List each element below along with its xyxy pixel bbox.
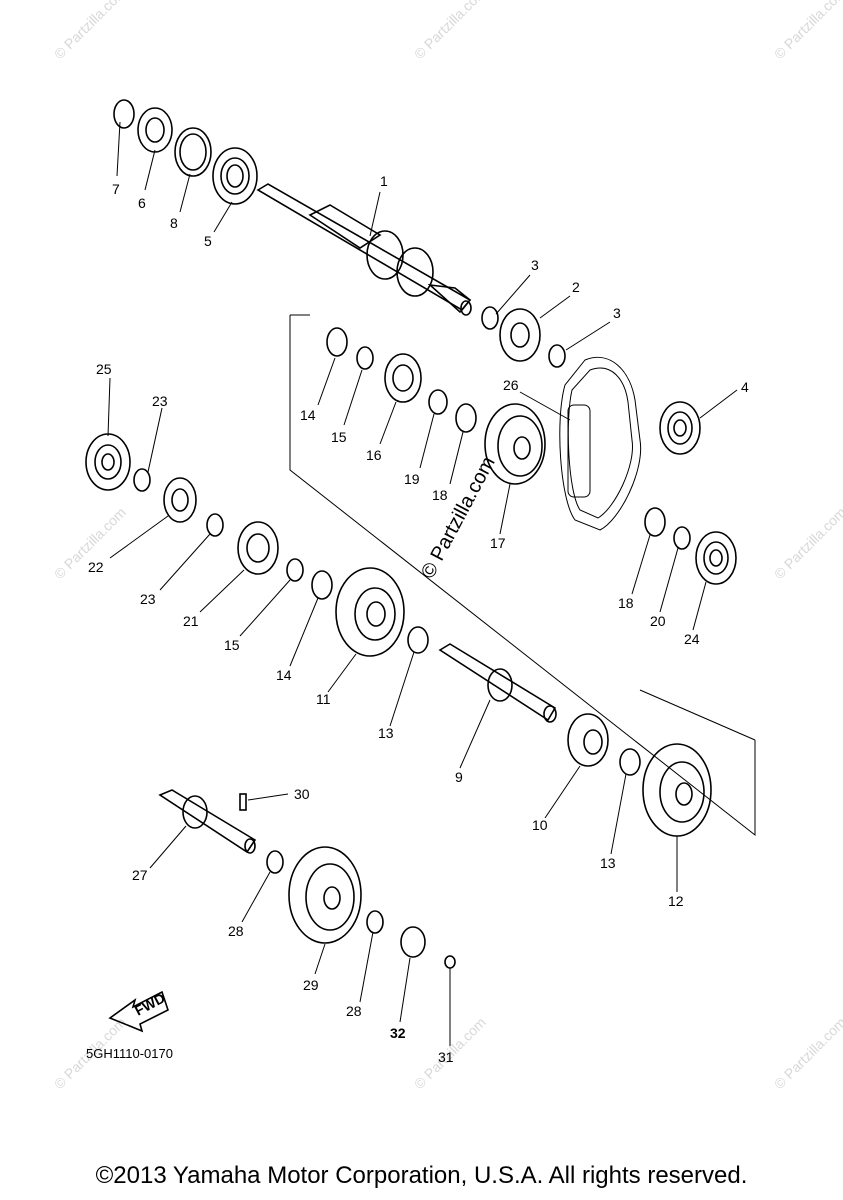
part-26-chain [559, 356, 642, 531]
part-6-seal [137, 107, 173, 153]
part-label: 2 [572, 279, 580, 295]
part-label: 7 [112, 181, 120, 197]
part-1-main-axle [256, 183, 472, 316]
watermark: © Partzilla.com [411, 0, 489, 62]
part-27-shaft [158, 789, 257, 854]
part-2-bushing [499, 308, 541, 362]
part-label: 28 [346, 1003, 362, 1019]
part-label: 3 [613, 305, 621, 321]
part-19-collar [428, 389, 448, 415]
watermark: © Partzilla.com [771, 504, 843, 582]
part-labels: 1 2 3 3 4 5 6 7 8 9 10 11 12 13 13 14 14… [88, 173, 749, 1065]
part-label: 9 [455, 769, 463, 785]
part-14-washer [326, 327, 348, 357]
part-16-dog-clutch [384, 353, 422, 403]
part-24-bearing [695, 531, 737, 585]
part-5-bearing [212, 147, 258, 205]
watermark: © Partzilla.com [771, 0, 843, 62]
part-label: 22 [88, 559, 104, 575]
assembly-frame [289, 315, 756, 837]
part-17-sprocket-gear [484, 403, 546, 485]
part-label: 29 [303, 977, 319, 993]
part-18-washer [644, 507, 666, 537]
part-3-circlip [481, 306, 499, 330]
part-label: 13 [600, 855, 616, 871]
part-label: 6 [138, 195, 146, 211]
part-label: 15 [331, 429, 347, 445]
part-label: 21 [183, 613, 199, 629]
part-label: 12 [668, 893, 684, 909]
part-label: 4 [741, 379, 749, 395]
part-label: 30 [294, 786, 310, 802]
part-label: 16 [366, 447, 382, 463]
part-21-dog-clutch [237, 521, 279, 575]
part-23-circlip [206, 513, 224, 537]
part-22-collar-gear [163, 477, 197, 523]
part-8-ring [174, 127, 212, 177]
part-label: 28 [228, 923, 244, 939]
part-13-bushing [407, 626, 429, 654]
part-label: 27 [132, 867, 148, 883]
part-28-circlip [366, 910, 384, 934]
part-15-circlip [356, 346, 374, 370]
part-label: 25 [96, 361, 112, 377]
part-25-bearing [85, 433, 131, 491]
part-label: 11 [316, 691, 331, 707]
part-label: 20 [650, 613, 666, 629]
diagram-code: 5GH1110-0170 [86, 1046, 173, 1061]
part-23-circlip [133, 468, 151, 492]
part-12-gear [642, 743, 712, 837]
leader-lines [107, 121, 738, 1046]
center-watermark: © Partzilla.com [417, 453, 500, 582]
part-10-gear [567, 713, 609, 767]
part-label: 18 [618, 595, 634, 611]
part-label: 26 [503, 377, 519, 393]
part-label: 17 [490, 535, 506, 551]
part-label: 23 [152, 393, 168, 409]
part-32-bushing [400, 926, 426, 958]
part-label: 32 [390, 1025, 406, 1041]
part-label: 23 [140, 591, 156, 607]
copyright-notice: ©2013 Yamaha Motor Corporation, U.S.A. A… [95, 1162, 748, 1189]
part-label: 15 [224, 637, 240, 653]
part-label: 1 [380, 173, 388, 189]
part-18-washer [455, 403, 477, 433]
part-14-washer [311, 570, 333, 600]
part-label: 8 [170, 215, 178, 231]
part-3-circlip [548, 344, 566, 368]
part-label: 18 [432, 487, 448, 503]
part-label: 3 [531, 257, 539, 273]
part-label: 10 [532, 817, 548, 833]
part-11-gear [335, 567, 405, 657]
part-label: 14 [276, 667, 292, 683]
part-15-circlip [286, 558, 304, 582]
part-4-bearing [659, 401, 701, 455]
part-label: 5 [204, 233, 212, 249]
part-30-pin [239, 793, 247, 811]
part-7-o-ring [113, 99, 135, 129]
part-20-circlip [673, 526, 691, 550]
watermark: © Partzilla.com [771, 1014, 843, 1092]
part-label: 24 [684, 631, 700, 647]
part-28-circlip [266, 850, 284, 874]
assembly-frame-edge [639, 689, 756, 741]
part-label: 14 [300, 407, 316, 423]
part-label: 19 [404, 471, 420, 487]
part-label: 13 [378, 725, 394, 741]
part-label: 31 [438, 1049, 454, 1065]
fwd-label: FWD [132, 990, 168, 1019]
part-31-washer [444, 955, 456, 969]
part-29-gear [288, 846, 362, 944]
part-9-drive-axle [438, 643, 557, 723]
watermark: © Partzilla.com [51, 0, 129, 62]
part-13-bushing [619, 748, 641, 776]
